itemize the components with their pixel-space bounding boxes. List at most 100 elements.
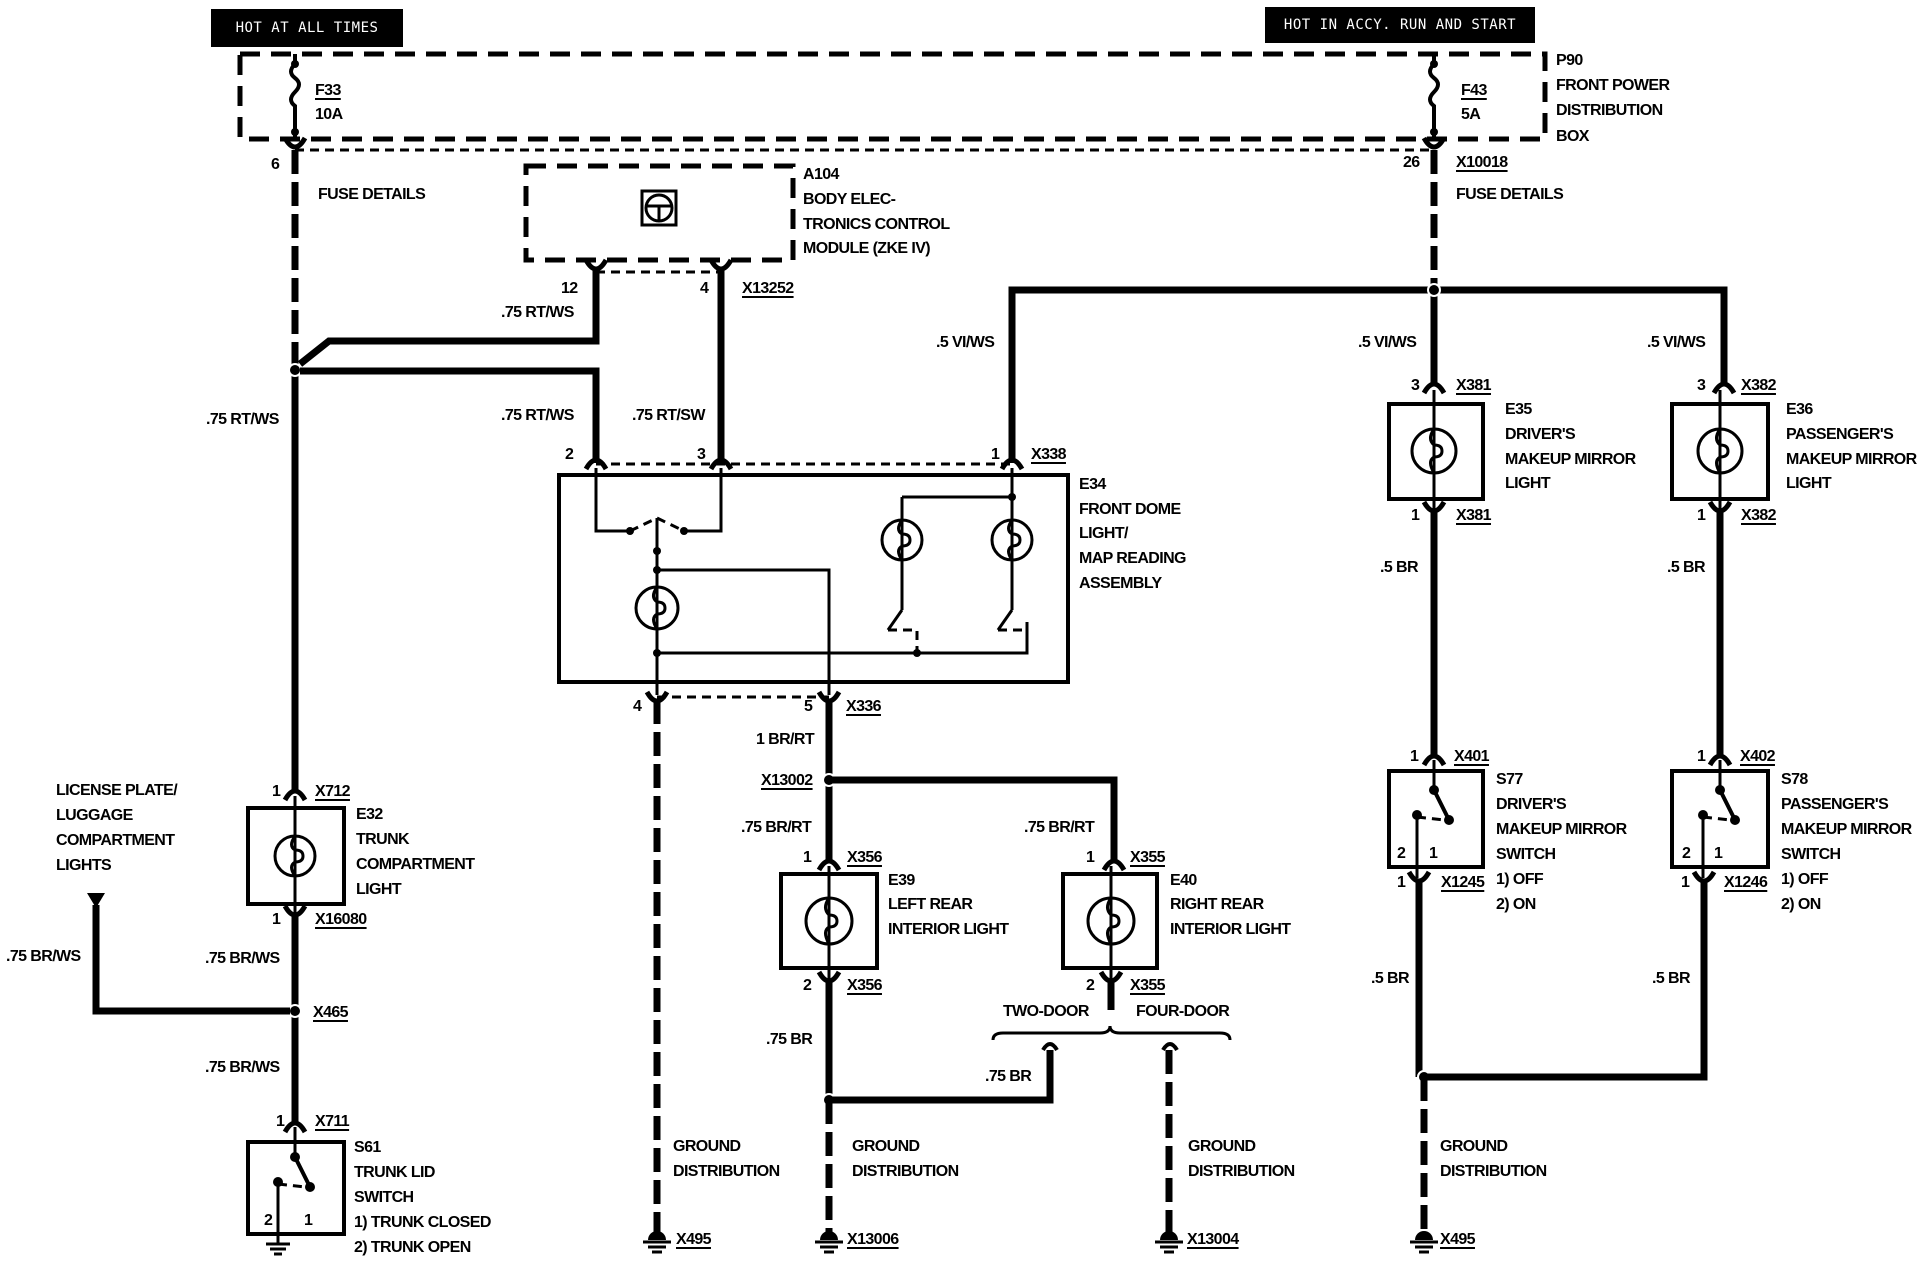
connector-x712-icon [282, 788, 308, 802]
wire-label-br-e35: .5 BR [1380, 559, 1419, 576]
e34-name-4: ASSEMBLY [1079, 575, 1162, 592]
s77-pin-bottom: 1 [1397, 874, 1406, 891]
a104-pin-12: 12 [561, 280, 578, 297]
e36-pin-top: 3 [1697, 377, 1706, 394]
fuse-f33-pin: 6 [271, 156, 280, 173]
ground-3-label-1: GROUND [1188, 1138, 1256, 1155]
ground-4-label-1: GROUND [1440, 1138, 1508, 1155]
s77-pin-top: 1 [1410, 748, 1419, 765]
wire-label-br-ws-s61: .75 BR/WS [205, 1059, 280, 1076]
p90-name-3: BOX [1556, 128, 1589, 145]
switch-s78-blade [1718, 789, 1737, 821]
e39-pin-top: 1 [803, 849, 812, 866]
e34-pin-4: 4 [633, 698, 642, 715]
e39-bulb-icon-filament [824, 897, 839, 945]
connector-x1245-icon [1406, 870, 1432, 884]
wire-br-s78 [1424, 882, 1708, 1081]
connector-x401: X401 [1454, 748, 1490, 765]
ground-x495-right-icon [1415, 1231, 1433, 1240]
hot-in-accy-banner: HOT IN ACCY. RUN AND START [1265, 7, 1535, 43]
connector-x381-bottom: X381 [1456, 507, 1492, 524]
ground-4-label-2: DISTRIBUTION [1440, 1163, 1547, 1180]
e34-pin-1: 1 [991, 446, 1000, 463]
connector-e34-pin2-icon [583, 457, 609, 471]
wire-label-rt-ws-a104: .75 RT/WS [501, 304, 574, 321]
connector-e34-pin3-icon [708, 457, 734, 471]
splice-x465: X465 [313, 1004, 349, 1021]
two-door-label: TWO-DOOR [1003, 1003, 1089, 1020]
fuse-details-right-link[interactable]: FUSE DETAILS [1456, 186, 1564, 203]
s61-contact-1: 1 [304, 1212, 313, 1229]
e34-map-switch-left-contact [888, 628, 919, 653]
p90-name-1: FRONT POWER [1556, 77, 1670, 94]
e36-bulb-icon-filament [1715, 428, 1730, 474]
connector-x355-top: X355 [1130, 849, 1166, 866]
wire-label-vi-ws-e34: .5 VI/WS [936, 334, 995, 351]
e39-name-1: LEFT REAR [888, 896, 973, 913]
s78-pin-top: 1 [1697, 748, 1706, 765]
ground-2-label-2: DISTRIBUTION [852, 1163, 959, 1180]
s77-name-1: DRIVER'S [1496, 796, 1567, 813]
switch-s77-travel [1416, 815, 1445, 822]
four-door-label: FOUR-DOOR [1136, 1003, 1230, 1020]
s78-name-2: MAKEUP MIRROR [1781, 821, 1912, 838]
p90-id: P90 [1556, 52, 1583, 69]
switch-s61-contact-1 [305, 1182, 315, 1192]
fuse-f33-icon [289, 54, 301, 140]
connector-x1246-icon [1691, 870, 1717, 884]
e40-name-1: RIGHT REAR [1170, 896, 1264, 913]
connector-x356-bottom: X356 [847, 977, 883, 994]
connector-x355-bottom: X355 [1130, 977, 1166, 994]
e34-pin-5: 5 [804, 698, 813, 715]
fuse-f43-icon-end-b [1430, 128, 1438, 136]
connector-x711: X711 [315, 1113, 350, 1130]
connector-e39-pin2-icon [816, 970, 842, 984]
wire-label-rt-sw-e34: .75 RT/SW [632, 407, 705, 424]
wire-label-br-s77: .5 BR [1371, 970, 1410, 987]
e40-id: E40 [1170, 872, 1197, 889]
e34-node-c [653, 649, 661, 657]
wire-label-br-rt-1: 1 BR/RT [756, 731, 815, 748]
a104-name-2: TRONICS CONTROL [803, 216, 950, 233]
fuse-f43-icon-end-a [1430, 60, 1438, 68]
e34-internal-pin2 [594, 468, 630, 533]
fuse-f43-rating: 5A [1461, 106, 1481, 123]
connector-pin-6-icon [282, 136, 308, 150]
p90-name-2: DISTRIBUTION [1556, 102, 1663, 119]
s61-contact-2: 2 [264, 1212, 273, 1229]
wire-label-br-rt-e39: .75 BR/RT [741, 819, 812, 836]
connector-x382-top-icon [1711, 381, 1737, 395]
switch-s77-box [1387, 769, 1485, 869]
p90-dashed-box [237, 51, 1548, 142]
fuse-f43-id: F43 [1461, 82, 1487, 99]
wire-vi-ws-bus [1008, 286, 1728, 463]
connector-x1246: X1246 [1724, 874, 1768, 891]
wire-rt-ws-a104 [297, 270, 600, 367]
e34-name-3: MAP READING [1079, 550, 1187, 567]
e32-name-3: LIGHT [356, 881, 402, 898]
fuse-details-left-link[interactable]: FUSE DETAILS [318, 186, 426, 203]
e34-node-a [653, 547, 661, 555]
e32-name-2: COMPARTMENT [356, 856, 475, 873]
e34-name-2: LIGHT/ [1079, 525, 1128, 542]
e34-internal-return [657, 622, 1029, 655]
connector-a104-pin12-icon [583, 258, 609, 272]
e39-name-2: INTERIOR LIGHT [888, 921, 1009, 938]
connector-two-door-icon [1041, 1042, 1059, 1052]
steering-wheel-spokes [647, 204, 671, 221]
connector-e40-pin2-icon [1098, 970, 1124, 984]
ground-2-id: X13006 [847, 1231, 899, 1248]
ground-2-label-1: GROUND [852, 1138, 920, 1155]
s78-state-2: 2) ON [1781, 896, 1821, 913]
s78-name-3: SWITCH [1781, 846, 1841, 863]
s61-state-2: 2) TRUNK OPEN [354, 1239, 471, 1256]
splice-x465-icon [288, 1004, 302, 1018]
e34-map-bulb-left-icon-filament [897, 519, 912, 561]
e35-name-2: MAKEUP MIRROR [1505, 451, 1636, 468]
connector-x336: X336 [846, 698, 882, 715]
wire-br-rt-e40 [829, 776, 1118, 862]
s61-name-1: TRUNK LID [354, 1164, 435, 1181]
switch-s61-blade [293, 1156, 312, 1188]
license-name-1: LICENSE PLATE/ [56, 782, 178, 799]
